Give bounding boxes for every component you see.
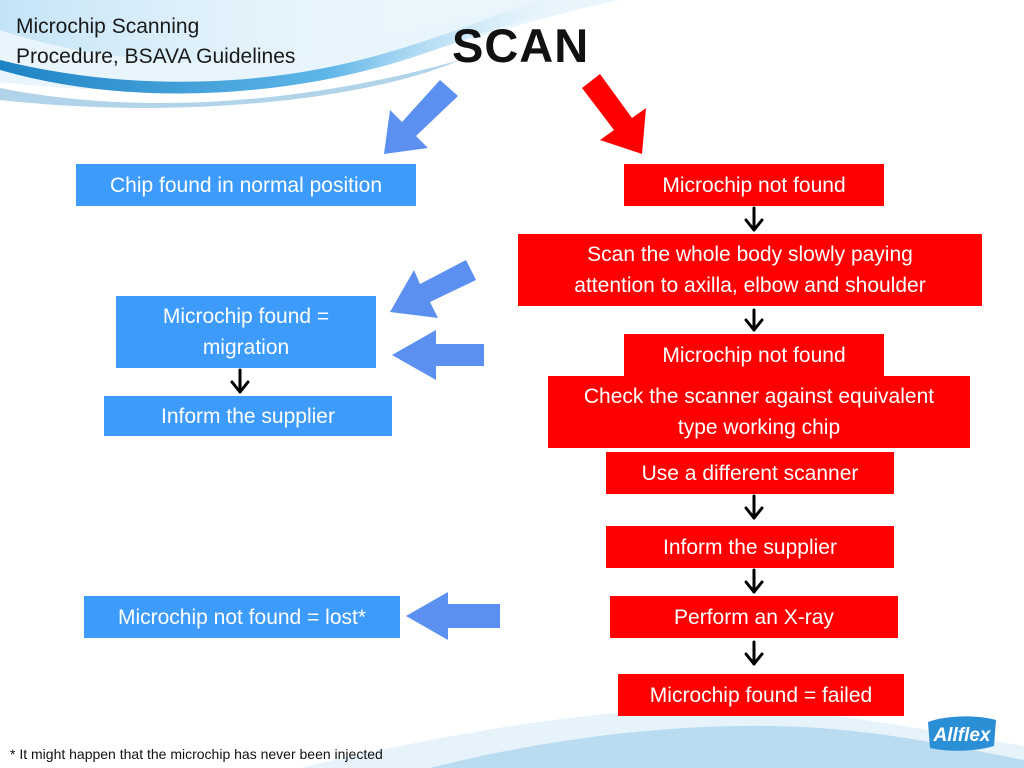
lost-label: Microchip not found = lost* [117,605,367,629]
inform-supplier-right-label: Inform the supplier [663,535,837,559]
blue-diagonal-arrow-migration [390,260,476,318]
header-subtitle-line2: Procedure, BSAVA Guidelines [16,45,296,68]
chip-found-normal-label: Chip found in normal position [110,173,382,197]
check-scanner-box: Check the scanner against equivalent typ… [548,376,970,448]
scan-body-line1: Scan the whole body slowly paying [587,243,913,266]
scan-body-line2: attention to axilla, elbow and shoulder [574,274,926,297]
blue-left-arrow-migration [392,330,484,380]
not-found-box-2: Microchip not found [624,334,884,376]
not-found-box-1: Microchip not found [624,164,884,206]
inform-supplier-left-box: Inform the supplier [104,396,392,436]
page-title: SCAN [452,19,590,72]
check-scanner-line1: Check the scanner against equivalent [583,385,935,408]
different-scanner-label: Use a different scanner [641,461,859,485]
footnote: * It might happen that the microchip has… [10,746,383,762]
chip-found-normal-box: Chip found in normal position [76,164,416,206]
migration-box: Microchip found = migration [116,296,376,368]
header-wave-decoration [0,0,620,108]
blue-left-arrow-lost [406,592,500,640]
down-arrow-right-2 [744,308,764,332]
down-arrow-right-5 [744,640,764,666]
inform-supplier-right-box: Inform the supplier [606,526,894,568]
not-found-label-1: Microchip not found [662,173,846,197]
down-arrow-right-4 [744,568,764,594]
different-scanner-box: Use a different scanner [606,452,894,494]
check-scanner-line2: type working chip [677,416,841,439]
header-subtitle: Microchip Scanning Procedure, BSAVA Guid… [16,12,295,72]
down-arrow-right-3 [744,494,764,520]
down-arrow-right-1 [744,206,764,232]
xray-label: Perform an X-ray [674,605,834,629]
lost-box: Microchip not found = lost* [84,596,400,638]
failed-box: Microchip found = failed [618,674,904,716]
allflex-logo-text: Allflex [932,725,991,746]
failed-label: Microchip found = failed [649,683,873,707]
red-diagonal-arrow-top [582,74,646,154]
scan-body-box: Scan the whole body slowly paying attent… [518,234,982,306]
inform-supplier-left-label: Inform the supplier [161,404,335,428]
down-arrow-left-migration [230,368,250,394]
blue-diagonal-arrow-top [384,80,458,154]
xray-box: Perform an X-ray [610,596,898,638]
migration-label-line1: Microchip found = [162,305,330,328]
allflex-logo-icon: Allflex [928,716,996,751]
header-subtitle-line1: Microchip Scanning [16,15,200,38]
not-found-label-2: Microchip not found [662,343,846,367]
migration-label-line2: migration [202,336,290,359]
